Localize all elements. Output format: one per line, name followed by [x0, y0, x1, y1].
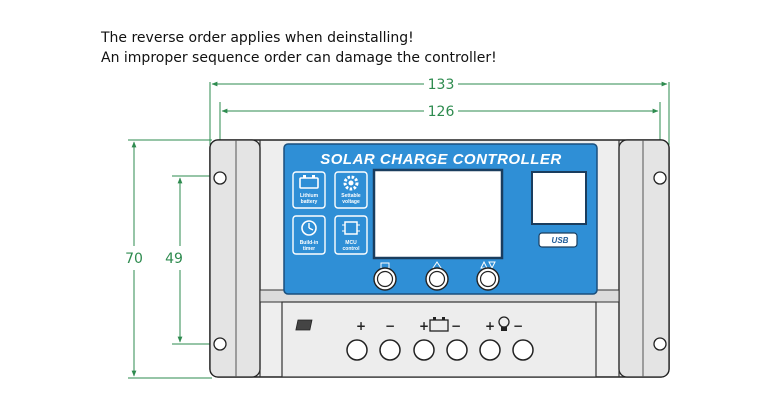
svg-text:control: control — [343, 246, 361, 252]
terminal-screws — [346, 339, 534, 361]
load-terminal: + − — [485, 316, 523, 333]
svg-text:MCU: MCU — [345, 240, 357, 246]
gear-icon: Settable voltage — [334, 171, 368, 209]
solar-panel-icon — [295, 319, 313, 331]
svg-text:USB: USB — [552, 236, 569, 245]
lcd-screen — [372, 168, 504, 260]
menu-button[interactable] — [373, 262, 397, 291]
indicator-window — [531, 171, 587, 225]
svg-text:Settable: Settable — [341, 193, 361, 199]
hole-width-label: 126 — [428, 104, 455, 120]
battery-icon — [429, 317, 449, 332]
terminal-screw — [479, 339, 501, 361]
chip-icon: MCU control — [334, 215, 368, 255]
battery-icon: Lithium battery — [292, 171, 326, 209]
battery-terminal: + − — [419, 317, 461, 333]
mounting-hole-top-right — [653, 171, 667, 185]
overall-height-label: 70 — [125, 251, 143, 267]
dimension-hole-width: 126 — [219, 102, 661, 170]
mounting-hole-bottom-right — [653, 337, 667, 351]
note-line-2: An improper sequence order can damage th… — [101, 50, 497, 66]
svg-text:−: − — [513, 319, 523, 333]
terminal-screw — [379, 339, 401, 361]
terminal-screw — [512, 339, 534, 361]
svg-text:+: + — [356, 319, 366, 333]
dimension-hole-height: 49 — [165, 175, 224, 345]
overall-width-label: 133 — [428, 77, 455, 93]
front-panel: SOLAR CHARGE CONTROLLER Lithium battery … — [283, 143, 598, 295]
up-button[interactable] — [425, 261, 449, 291]
mounting-hole-bottom-left — [213, 337, 227, 351]
svg-text:+: + — [419, 319, 429, 333]
clock-icon: Build-in timer — [292, 215, 326, 255]
down-up-button[interactable] — [476, 260, 500, 291]
svg-text:Lithium: Lithium — [300, 193, 319, 199]
solar-panel-terminal: + − — [295, 319, 395, 333]
lightbulb-icon — [498, 316, 510, 331]
note-line-1: The reverse order applies when deinstall… — [101, 30, 414, 46]
dimension-overall-height: 70 — [125, 139, 212, 379]
svg-text:Build-in: Build-in — [300, 240, 319, 246]
svg-text:voltage: voltage — [342, 199, 360, 205]
warning-notes: The reverse order applies when deinstall… — [101, 28, 497, 68]
terminal-screw — [446, 339, 468, 361]
panel-title: SOLAR CHARGE CONTROLLER — [320, 151, 562, 168]
svg-text:timer: timer — [303, 246, 315, 252]
svg-text:−: − — [451, 319, 461, 333]
terminal-screw — [413, 339, 435, 361]
svg-text:−: − — [385, 319, 395, 333]
hole-height-label: 49 — [165, 251, 183, 267]
terminal-screw — [346, 339, 368, 361]
usb-port: USB — [538, 232, 578, 248]
svg-text:battery: battery — [301, 199, 318, 205]
mounting-hole-top-left — [213, 171, 227, 185]
dimension-overall-width: 133 — [209, 77, 670, 145]
svg-text:+: + — [485, 319, 495, 333]
